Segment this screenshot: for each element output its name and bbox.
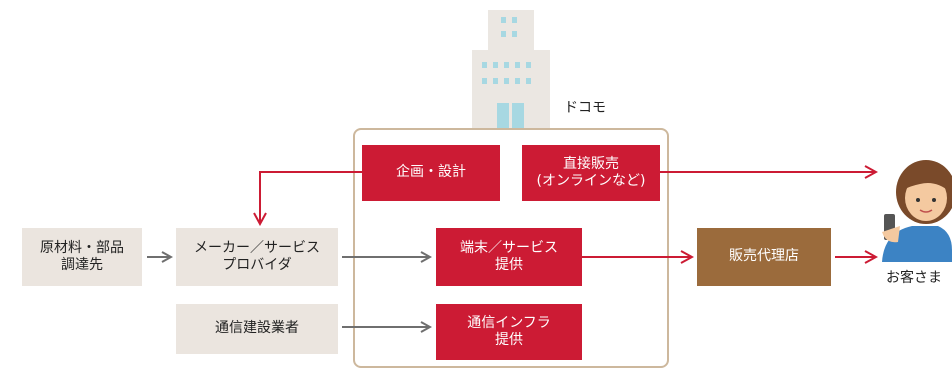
planning-box: 企画・設計 [362, 145, 500, 201]
docomo-label: ドコモ [564, 100, 606, 116]
direct-sales-box: 直接販売 (オンラインなど) [522, 145, 660, 201]
docomo-frame [353, 128, 669, 368]
maker-box: メーカー／サービス プロバイダ [176, 228, 338, 286]
raw-materials-box: 原材料・部品 調達先 [22, 228, 142, 286]
construction-box: 通信建設業者 [176, 304, 338, 354]
device-service-box: 端末／サービス 提供 [436, 228, 582, 286]
arrow-planning-to-maker [260, 171, 362, 224]
customer-label: お客さま [886, 270, 942, 286]
infra-box: 通信インフラ 提供 [436, 304, 582, 360]
agency-box: 販売代理店 [697, 228, 831, 286]
